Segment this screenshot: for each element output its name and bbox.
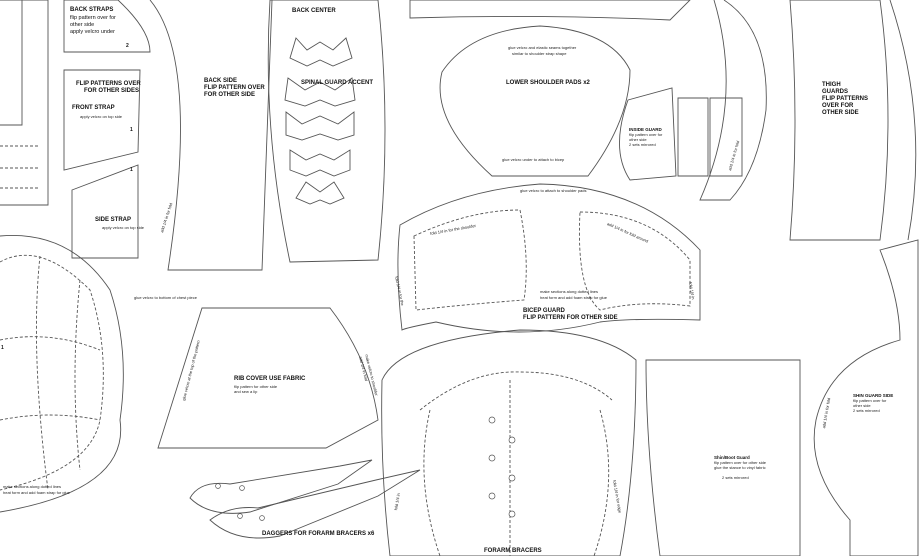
chest-note-2: heat form and add foam strap for glue — [3, 490, 70, 495]
shin-side-note-1: flip pattern over for — [853, 398, 887, 403]
front-strap-note: apply velcro on top side — [80, 114, 123, 119]
chest-note-1: make sections along dotted lines — [3, 484, 62, 489]
back-straps-number: 2 — [126, 43, 129, 49]
inside-guard-strip-2 — [709, 97, 743, 177]
top-center-strip — [409, 0, 691, 21]
rib-cover-outline — [157, 307, 379, 449]
back-side-line-1: BACK SIDE — [204, 78, 238, 84]
lower-shoulder-note-3: glue velcro under to attach to bicep — [502, 157, 565, 162]
back-straps-outline — [63, 0, 151, 53]
forearm-bracer-dashed — [419, 371, 613, 556]
thigh-guards-line-2: GUARDS — [822, 89, 849, 95]
side-strap-title: SIDE STRAP — [95, 217, 132, 223]
inside-guard-note-3: 2 sets mirrored — [629, 142, 656, 147]
right-edge-piece — [889, 0, 917, 241]
shin-side-title: SHIN GUARD SIDE — [853, 393, 894, 398]
dagger-1-outline — [189, 459, 373, 514]
side-strap-note: apply velcro on top side — [102, 225, 145, 230]
top-left-piece-dashed — [0, 145, 40, 189]
shin-guard-note-3: 2 sets mirrored — [722, 475, 749, 480]
thigh-guards-line-1: THIGH — [822, 82, 841, 88]
inside-guard-title: INSIDE GUARD — [629, 127, 662, 132]
bicep-guard-line-1: BICEP GUARD — [523, 308, 565, 314]
daggers-title: DAGGERS FOR FORARM BRACERS x6 — [262, 531, 375, 537]
chest-number: 1 — [1, 345, 4, 351]
spinal-guard-title: SPINAL GUARD ACCENT — [301, 80, 374, 86]
inside-guard-note-2: other side — [629, 137, 647, 142]
shin-guard-title: Shin/Boot Guard — [714, 455, 750, 460]
shin-guard-note-1: flip pattern over for other side — [714, 460, 767, 465]
forearm-bracer-outline — [381, 329, 637, 556]
back-straps-note-1: flip pattern over for — [70, 15, 116, 21]
shin-guard-note-2: glue the stance to vinyl fabric — [714, 465, 766, 470]
top-left-piece-outline — [0, 0, 49, 206]
back-side-line-3: FOR OTHER SIDE — [204, 92, 256, 98]
back-straps-note-3: apply velcro under — [70, 29, 115, 35]
back-side-outline — [149, 0, 273, 271]
shin-side-note-2: other side — [853, 403, 871, 408]
lower-shoulder-title: LOWER SHOULDER PADS x2 — [506, 80, 590, 86]
back-side-line-2: FLIP PATTERN OVER — [204, 85, 265, 91]
lower-shoulder-note-2: similar to shoulder strap shape — [512, 51, 567, 56]
front-strap-outline — [63, 69, 141, 171]
inside-guard-outline — [619, 87, 677, 181]
spinal-guard-accent — [284, 37, 356, 205]
back-straps-note-2: other side — [70, 22, 95, 28]
lower-shoulder-pad-outline — [439, 25, 631, 177]
flip-over-line-2: FOR OTHER SIDES — [84, 88, 140, 94]
inside-guard-note-1: flip pattern over for — [629, 132, 663, 137]
bicep-guard-line-2: FLIP PATTERN FOR OTHER SIDE — [523, 315, 618, 321]
back-center-outline — [267, 0, 386, 263]
rib-cover-title: RIB COVER USE FABRIC — [234, 376, 306, 382]
front-strap-title: FRONT STRAP — [72, 105, 115, 111]
bicep-guard-outline — [397, 183, 701, 333]
forearm-title: FORARM BRACERS — [484, 548, 542, 554]
lower-shoulder-note-1: glue velcro and elastic seams together — [508, 45, 577, 50]
thigh-guard-outline — [789, 0, 889, 241]
bicep-guard-note-1: make sections along dotted lines — [540, 289, 599, 294]
rib-cover-note-1: flip pattern for other side — [234, 384, 278, 389]
shin-side-note-3: 2 sets mirrored — [853, 408, 880, 413]
forearm-bracer-holes — [215, 416, 516, 521]
thigh-guards-line-4: OVER FOR — [822, 103, 854, 109]
front-strap-number: 1 — [130, 127, 133, 133]
chest-piece-dashed — [0, 254, 104, 491]
chest-piece-outline — [0, 235, 124, 513]
thigh-guards-line-5: OTHER SIDE — [822, 110, 859, 116]
inside-guard-strip-1 — [677, 97, 709, 177]
bicep-guard-top-note: glue velcro to attach to shoulder pads — [520, 188, 587, 193]
bicep-guard-dashed — [413, 209, 691, 311]
side-strap-number: 1 — [130, 167, 133, 173]
chest-top-note: glue velcro to bottom of chest piece — [134, 295, 197, 300]
thigh-guards-line-3: FLIP PATTERNS — [822, 96, 869, 102]
shin-guard-side-outline — [813, 239, 919, 556]
dagger-2-outline — [209, 469, 421, 539]
back-center-title: BACK CENTER — [292, 8, 336, 14]
flip-over-line-1: FLIP PATTERNS OVER — [76, 81, 141, 87]
thigh-strip-outline — [699, 0, 767, 201]
side-strap-outline — [71, 164, 139, 259]
rib-cover-note-2: and sew a lip — [234, 389, 258, 394]
bicep-guard-note-2: heat form and add foam strap for glue — [540, 295, 607, 300]
back-straps-title: BACK STRAPS — [70, 7, 114, 13]
